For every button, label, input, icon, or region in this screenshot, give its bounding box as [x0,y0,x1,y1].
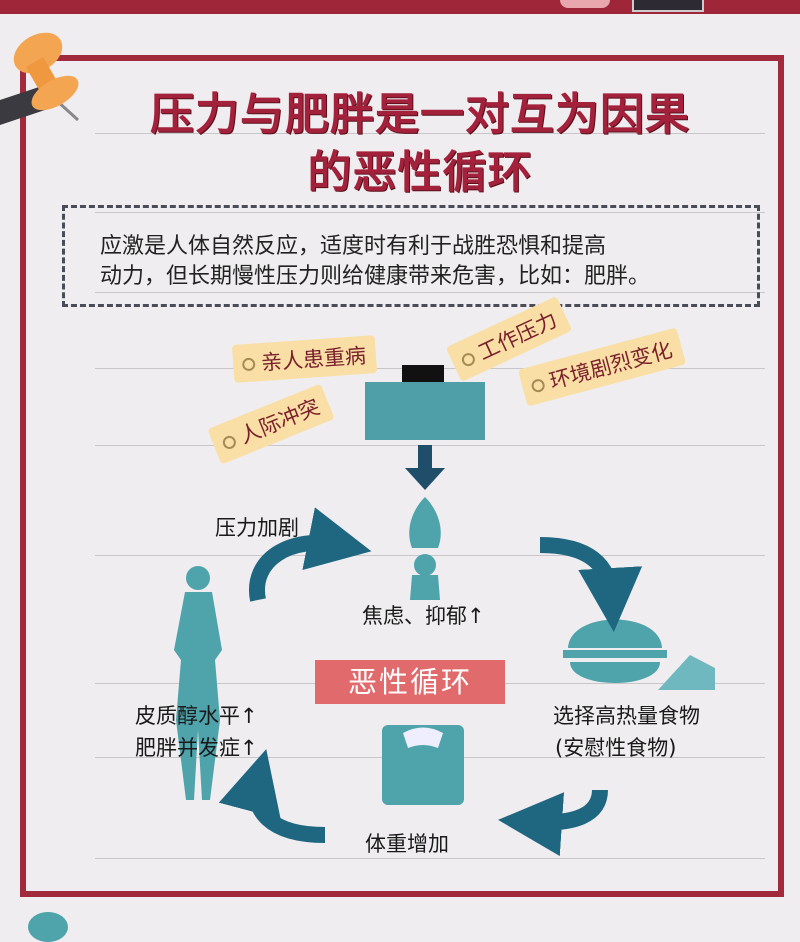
label-anxiety: 焦虑、抑郁↑ [362,604,485,628]
label-stress-increase: 压力加剧 [215,516,299,540]
arrow-to-weight [498,789,608,857]
decoration [28,912,68,942]
label-cortisol: 皮质醇水平↑ [135,704,258,728]
intro-text: 动力，但长期慢性压力则给健康带来危害，比如：肥胖。 [100,264,651,289]
label-complications: 肥胖并发症↑ [135,736,258,760]
label-weight-gain: 体重增加 [365,832,449,856]
woman-silhouette-icon [174,566,222,800]
label-food: 选择高热量食物 [553,704,700,728]
down-arrow-icon [405,445,445,490]
intro-box [62,205,760,307]
stress-box-icon [365,365,485,440]
arrow-to-anxiety [249,507,372,602]
arrow-to-cortisol [218,749,326,843]
page-title: 压力与肥胖是一对互为因果 [150,89,690,140]
decoration [632,0,704,12]
weight-scale-icon [382,725,464,805]
pushpin-icon [0,32,80,125]
intro-text: 应激是人体自然反应，适度时有利于战胜恐惧和提高 [100,234,607,259]
decoration [560,0,610,8]
cycle-arrows [218,507,643,857]
anxious-head-icon [409,497,441,600]
page-title-line2: 的恶性循环 [307,147,533,198]
burger-icon [563,619,715,690]
vicious-cycle-badge: 恶性循环 [315,660,505,704]
infographic-frame [20,55,784,897]
arrow-to-food [539,537,643,632]
label-food-note: (安慰性食物) [555,736,677,760]
